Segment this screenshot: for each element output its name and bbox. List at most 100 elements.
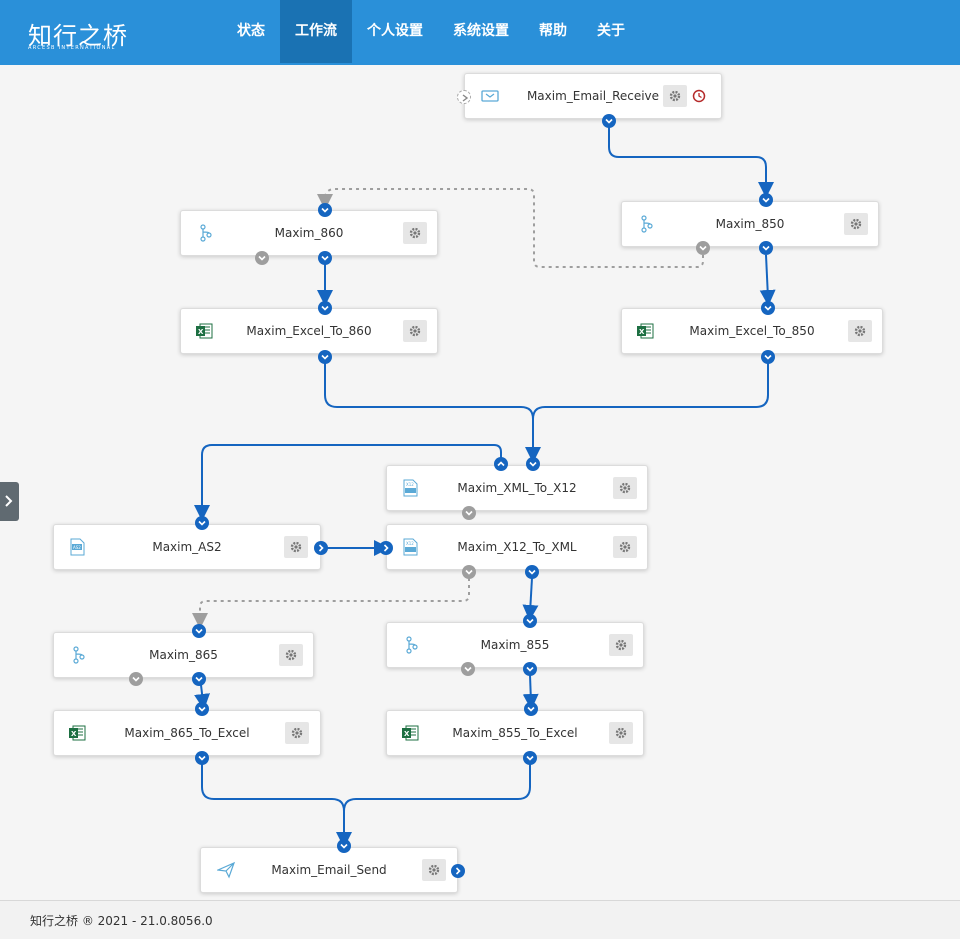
nav-settings[interactable]: 系统设置 <box>453 23 509 39</box>
nav-profile[interactable]: 个人设置 <box>367 23 423 39</box>
node-excel-to-850[interactable]: X Maxim_Excel_To_850 <box>621 308 883 354</box>
port-out-receive[interactable] <box>602 114 616 128</box>
port-in-865excel[interactable] <box>195 702 209 716</box>
node-email-send[interactable]: Maxim_Email_Send <box>200 847 458 893</box>
branch-icon <box>197 224 215 242</box>
port-error-855[interactable] <box>461 662 475 676</box>
svg-text:AS2: AS2 <box>73 545 81 550</box>
node-label: Maxim_Excel_To_850 <box>689 324 815 338</box>
nav-help[interactable]: 帮助 <box>539 23 567 39</box>
port-in-855excel[interactable] <box>524 702 538 716</box>
port-in-as2[interactable] <box>195 516 209 530</box>
node-x12-to-xml[interactable]: X12 Maxim_X12_To_XML <box>386 524 648 570</box>
node-as2[interactable]: AS2 Maxim_AS2 <box>53 524 321 570</box>
wire-receive-to-850 <box>608 127 774 198</box>
node-860[interactable]: Maxim_860 <box>180 210 438 256</box>
branch-icon <box>70 646 88 664</box>
svg-text:X: X <box>404 730 410 738</box>
node-label: Maxim_XML_To_X12 <box>457 481 577 495</box>
gear-icon[interactable] <box>609 634 633 656</box>
node-label: Maxim_865_To_Excel <box>124 726 250 740</box>
port-error-865[interactable] <box>129 672 143 686</box>
port-out-850[interactable] <box>759 241 773 255</box>
svg-text:X12: X12 <box>406 482 414 487</box>
node-xml-to-x12[interactable]: X12 Maxim_XML_To_X12 <box>386 465 648 511</box>
gear-icon[interactable] <box>613 536 637 558</box>
nav-status[interactable]: 状态 <box>237 23 265 39</box>
gear-icon[interactable] <box>663 85 687 107</box>
port-in-860[interactable] <box>318 203 332 217</box>
gear-icon[interactable] <box>848 320 872 342</box>
node-email-receive[interactable]: Maxim_Email_Receive <box>464 73 722 119</box>
schedule-clock-icon[interactable] <box>687 85 711 107</box>
x12-icon: X12 <box>401 538 419 556</box>
node-label: Maxim_855_To_Excel <box>452 726 578 740</box>
port-in-850[interactable] <box>759 193 773 207</box>
footer-copyright: 知行之桥 ® 2021 - 21.0.8056.0 <box>30 914 213 928</box>
port-in-xmlx12[interactable] <box>526 457 540 471</box>
wire-855excel-to-send <box>343 764 531 812</box>
port-in-receive[interactable] <box>457 90 471 104</box>
port-out-send[interactable] <box>451 864 465 878</box>
gear-icon[interactable] <box>613 477 637 499</box>
port-in-855[interactable] <box>523 614 537 628</box>
wire-855-to-855excel <box>522 674 539 710</box>
gear-icon[interactable] <box>609 722 633 744</box>
port-error-860[interactable] <box>255 251 269 265</box>
top-navigation-bar: 知行之桥 ARCESB INTERNATIONAL 状态 工作流 个人设置 系统… <box>0 0 960 65</box>
node-855-to-excel[interactable]: X Maxim_855_To_Excel <box>386 710 644 756</box>
port-out-up-xmlx12[interactable] <box>494 457 508 471</box>
excel-icon: X <box>195 322 213 340</box>
workflow-canvas[interactable]: Maxim_Email_Receive Maxim_860 Maxim_850 <box>0 65 960 900</box>
gear-icon[interactable] <box>285 722 309 744</box>
logo[interactable]: 知行之桥 ARCESB INTERNATIONAL <box>28 14 138 54</box>
logo-subtext: ARCESB INTERNATIONAL <box>28 45 116 51</box>
gear-icon[interactable] <box>403 320 427 342</box>
node-865[interactable]: Maxim_865 <box>53 632 314 678</box>
branch-icon <box>638 215 656 233</box>
svg-text:X12: X12 <box>406 541 414 546</box>
logo-text: 知行之桥 <box>28 22 128 50</box>
wire-850-to-excel850 <box>759 254 776 306</box>
port-out-x12xml[interactable] <box>525 565 539 579</box>
port-out-860[interactable] <box>318 251 332 265</box>
port-in-excel850[interactable] <box>761 301 775 315</box>
port-in-excel860[interactable] <box>318 301 332 315</box>
gear-icon[interactable] <box>279 644 303 666</box>
svg-text:X: X <box>639 328 645 336</box>
port-in-send[interactable] <box>337 839 351 853</box>
port-out-excel860[interactable] <box>318 350 332 364</box>
node-excel-to-860[interactable]: X Maxim_Excel_To_860 <box>180 308 438 354</box>
wire-865-to-865excel <box>194 684 211 710</box>
wire-xmlx12-to-as2 <box>194 444 502 521</box>
node-855[interactable]: Maxim_855 <box>386 622 644 668</box>
gear-icon[interactable] <box>284 536 308 558</box>
port-out-855[interactable] <box>523 662 537 676</box>
port-out-excel850[interactable] <box>761 350 775 364</box>
port-out-865excel[interactable] <box>195 751 209 765</box>
nav-about[interactable]: 关于 <box>597 23 625 39</box>
gear-icon[interactable] <box>403 222 427 244</box>
nav-workflow[interactable]: 工作流 <box>280 0 352 63</box>
gear-icon[interactable] <box>844 213 868 235</box>
port-in-x12xml[interactable] <box>379 541 393 555</box>
node-label: Maxim_X12_To_XML <box>457 540 577 554</box>
port-in-865[interactable] <box>192 624 206 638</box>
node-label: Maxim_860 <box>274 226 344 240</box>
node-label: Maxim_850 <box>715 217 785 231</box>
port-out-as2[interactable] <box>314 541 328 555</box>
svg-text:X: X <box>198 328 204 336</box>
node-850[interactable]: Maxim_850 <box>621 201 879 247</box>
port-out-855excel[interactable] <box>523 751 537 765</box>
sidebar-expand-button[interactable] <box>0 482 19 521</box>
port-error-xmlx12[interactable] <box>462 506 476 520</box>
excel-icon: X <box>68 724 86 742</box>
port-out-865[interactable] <box>192 672 206 686</box>
node-label: Maxim_855 <box>480 638 550 652</box>
port-error-x12xml[interactable] <box>462 565 476 579</box>
wire-excel850-to-xmlx12 <box>532 363 769 420</box>
branch-icon <box>403 636 421 654</box>
port-error-850[interactable] <box>696 241 710 255</box>
node-865-to-excel[interactable]: X Maxim_865_To_Excel <box>53 710 321 756</box>
gear-icon[interactable] <box>422 859 446 881</box>
